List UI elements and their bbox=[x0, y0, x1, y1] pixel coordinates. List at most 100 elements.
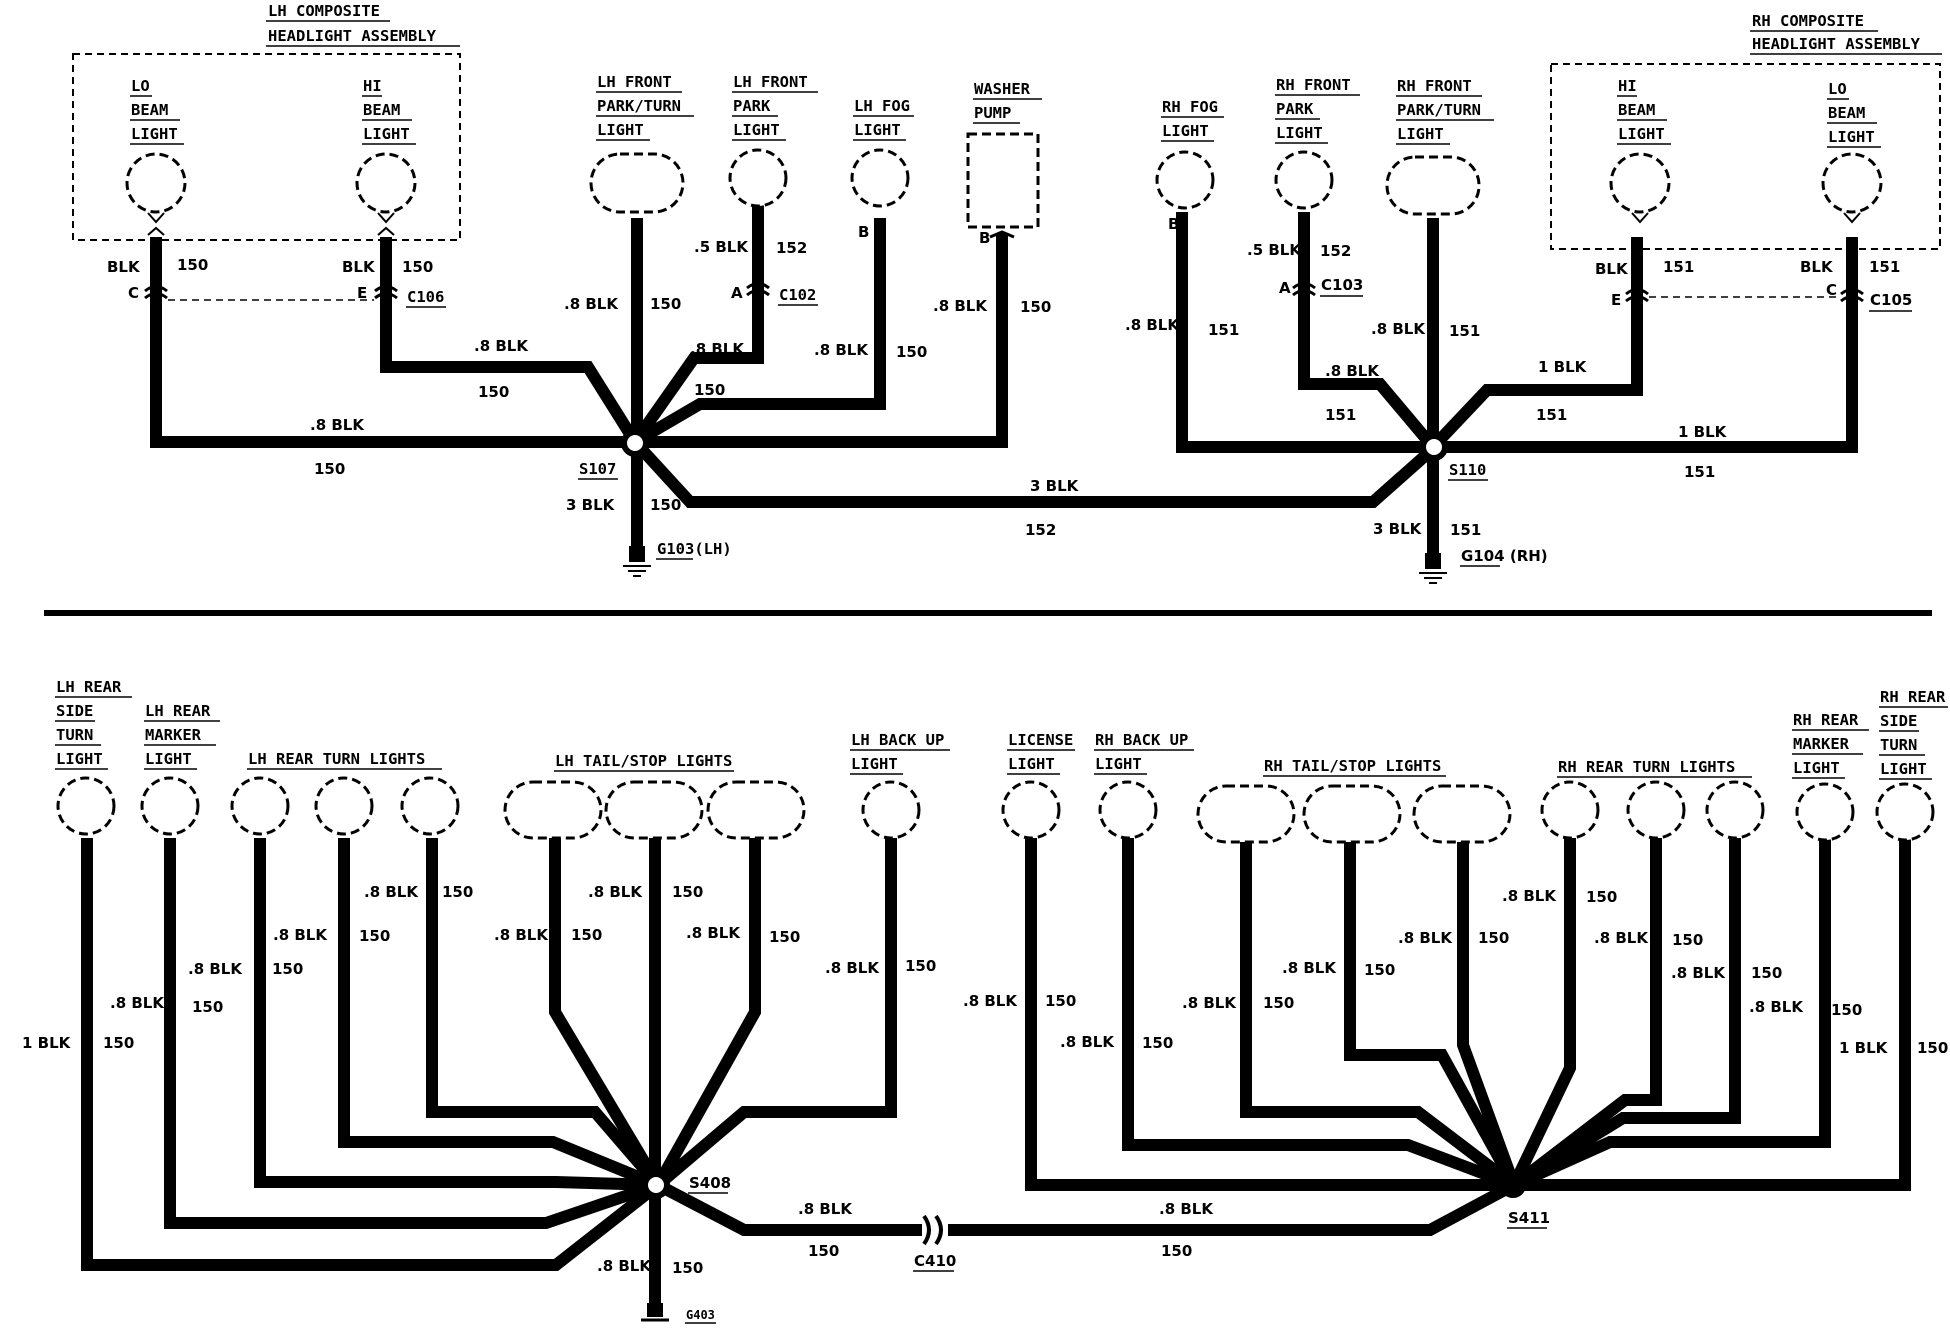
svg-text:LIGHT: LIGHT bbox=[1276, 124, 1323, 142]
lh-tail-stop-bulb-3-icon bbox=[706, 780, 806, 840]
svg-text:150: 150 bbox=[650, 496, 681, 514]
rh-rear-turn-lights-label: RH REAR TURN LIGHTS bbox=[1557, 758, 1752, 778]
svg-text:BEAM: BEAM bbox=[1618, 101, 1655, 119]
svg-text:LIGHT: LIGHT bbox=[1880, 760, 1927, 778]
lh-rear-side-turn-bulb-icon bbox=[56, 776, 116, 836]
rh-assembly-title-line2: HEADLIGHT ASSEMBLY bbox=[1752, 35, 1921, 53]
g103-ground-icon bbox=[623, 546, 651, 577]
svg-text:.8 BLK: .8 BLK bbox=[825, 959, 880, 977]
svg-text:LIGHT: LIGHT bbox=[131, 125, 178, 143]
svg-text:LIGHT: LIGHT bbox=[854, 121, 901, 139]
svg-text:S110: S110 bbox=[1449, 461, 1486, 479]
svg-text:.8 BLK: .8 BLK bbox=[597, 1257, 652, 1275]
svg-text:150: 150 bbox=[1364, 961, 1395, 979]
rh-back-up-bulb-icon bbox=[1098, 780, 1158, 840]
lh-hi-beam-bulb-icon bbox=[355, 152, 417, 214]
svg-text:150: 150 bbox=[769, 928, 800, 946]
svg-text:150: 150 bbox=[314, 460, 345, 478]
svg-text:.8 BLK: .8 BLK bbox=[188, 960, 243, 978]
wire-lh-rear-marker bbox=[164, 838, 660, 1229]
rh-front-park-bulb-icon bbox=[1274, 150, 1334, 210]
lh-front-park-bulb-icon bbox=[728, 148, 788, 208]
rh-tail-stop-bulb-3-icon bbox=[1412, 784, 1512, 844]
svg-text:BLK: BLK bbox=[107, 258, 141, 276]
rh-front-park-label: RH FRONT PARK LIGHT bbox=[1275, 76, 1360, 144]
front-connector-labels: C E A B B B A E C C106 C102 C103 C105 S1… bbox=[128, 215, 1912, 567]
svg-text:151: 151 bbox=[1450, 521, 1481, 539]
svg-text:LIGHT: LIGHT bbox=[733, 121, 780, 139]
lh-rear-turn-bulb-1-icon bbox=[230, 776, 290, 836]
svg-text:LO: LO bbox=[1828, 80, 1847, 98]
svg-text:LIGHT: LIGHT bbox=[1008, 755, 1055, 773]
svg-text:.8 BLK: .8 BLK bbox=[686, 924, 741, 942]
svg-text:RH REAR TURN LIGHTS: RH REAR TURN LIGHTS bbox=[1558, 758, 1735, 776]
s110-splice-icon bbox=[1420, 433, 1448, 461]
rh-rear-turn-bulb-2-icon bbox=[1626, 780, 1686, 840]
svg-text:PARK/TURN: PARK/TURN bbox=[597, 97, 681, 115]
svg-text:151: 151 bbox=[1684, 463, 1715, 481]
svg-text:.8 BLK: .8 BLK bbox=[1502, 887, 1557, 905]
rh-park-turn-bulb-icon bbox=[1385, 155, 1481, 216]
svg-text:.5 BLK: .5 BLK bbox=[694, 238, 749, 256]
svg-text:PARK: PARK bbox=[733, 97, 771, 115]
lh-rear-turn-bulb-3-icon bbox=[400, 776, 460, 836]
svg-text:.8 BLK: .8 BLK bbox=[1282, 959, 1337, 977]
svg-text:150: 150 bbox=[442, 883, 473, 901]
wire-rh-turn-1 bbox=[1508, 838, 1576, 1188]
svg-text:LO: LO bbox=[131, 77, 150, 95]
wire-lh-turn-2 bbox=[338, 838, 661, 1191]
svg-text:PARK/TURN: PARK/TURN bbox=[1397, 101, 1481, 119]
lh-front-park-label: LH FRONT PARK LIGHT bbox=[732, 73, 818, 141]
svg-text:RH BACK UP: RH BACK UP bbox=[1095, 731, 1188, 749]
svg-text:C103: C103 bbox=[1321, 276, 1363, 294]
svg-text:LIGHT: LIGHT bbox=[1397, 125, 1444, 143]
wire-rh-rear-side-turn bbox=[1514, 838, 1911, 1191]
svg-text:A: A bbox=[731, 284, 743, 302]
washer-pump-icon bbox=[966, 132, 1040, 229]
svg-text:150: 150 bbox=[192, 998, 223, 1016]
svg-text:.8 BLK: .8 BLK bbox=[1371, 320, 1426, 338]
wire-lh-turn-3 bbox=[426, 838, 663, 1189]
svg-text:.8 BLK: .8 BLK bbox=[933, 297, 988, 315]
svg-text:G104 (RH): G104 (RH) bbox=[1461, 547, 1548, 565]
front-lamp-symbols bbox=[125, 132, 1883, 303]
svg-text:C410: C410 bbox=[914, 1252, 956, 1270]
svg-text:1 BLK: 1 BLK bbox=[1839, 1039, 1889, 1057]
svg-text:HI: HI bbox=[1618, 77, 1637, 95]
lh-rear-marker-bulb-icon bbox=[140, 776, 200, 836]
wire-s408-c410 bbox=[655, 1179, 922, 1236]
wire-lh-lo-beam bbox=[150, 237, 635, 448]
svg-text:.8 BLK: .8 BLK bbox=[564, 295, 619, 313]
svg-text:RH FOG: RH FOG bbox=[1162, 98, 1218, 116]
svg-text:150: 150 bbox=[478, 383, 509, 401]
svg-text:BLK: BLK bbox=[342, 258, 376, 276]
svg-text:151: 151 bbox=[1449, 322, 1480, 340]
svg-text:SIDE: SIDE bbox=[1880, 712, 1917, 730]
svg-text:PUMP: PUMP bbox=[974, 104, 1011, 122]
svg-text:LIGHT: LIGHT bbox=[1162, 122, 1209, 140]
svg-text:LH REAR: LH REAR bbox=[145, 702, 211, 720]
svg-text:151: 151 bbox=[1536, 406, 1567, 424]
front-wires bbox=[150, 190, 1858, 555]
wire-lh-front-park bbox=[630, 190, 764, 446]
wire-lh-tail-1 bbox=[549, 838, 664, 1189]
rear-lighting-ground-circuit: LH REAR SIDE TURN LIGHT LH REAR MARKER L… bbox=[22, 678, 1948, 1324]
svg-text:G103(LH): G103(LH) bbox=[657, 540, 732, 558]
lh-assembly-title-line2: HEADLIGHT ASSEMBLY bbox=[268, 27, 437, 45]
lh-lo-beam-label: LO BEAM LIGHT bbox=[130, 77, 184, 145]
svg-text:.8 BLK: .8 BLK bbox=[588, 883, 643, 901]
svg-text:150: 150 bbox=[402, 258, 433, 276]
s411-splice-icon bbox=[1500, 1172, 1526, 1198]
svg-text:3 BLK: 3 BLK bbox=[566, 496, 616, 514]
svg-text:.8 BLK: .8 BLK bbox=[364, 883, 419, 901]
svg-text:LIGHT: LIGHT bbox=[1618, 125, 1665, 143]
svg-text:1 BLK: 1 BLK bbox=[22, 1034, 72, 1052]
svg-text:E: E bbox=[357, 284, 367, 302]
svg-text:150: 150 bbox=[1586, 888, 1617, 906]
wire-washer-pump bbox=[635, 233, 1008, 448]
svg-text:.8 BLK: .8 BLK bbox=[798, 1200, 853, 1218]
wire-rh-tail-2 bbox=[1344, 838, 1520, 1188]
svg-text:TURN: TURN bbox=[56, 726, 93, 744]
svg-text:LIGHT: LIGHT bbox=[145, 750, 192, 768]
svg-text:LH REAR: LH REAR bbox=[56, 678, 122, 696]
